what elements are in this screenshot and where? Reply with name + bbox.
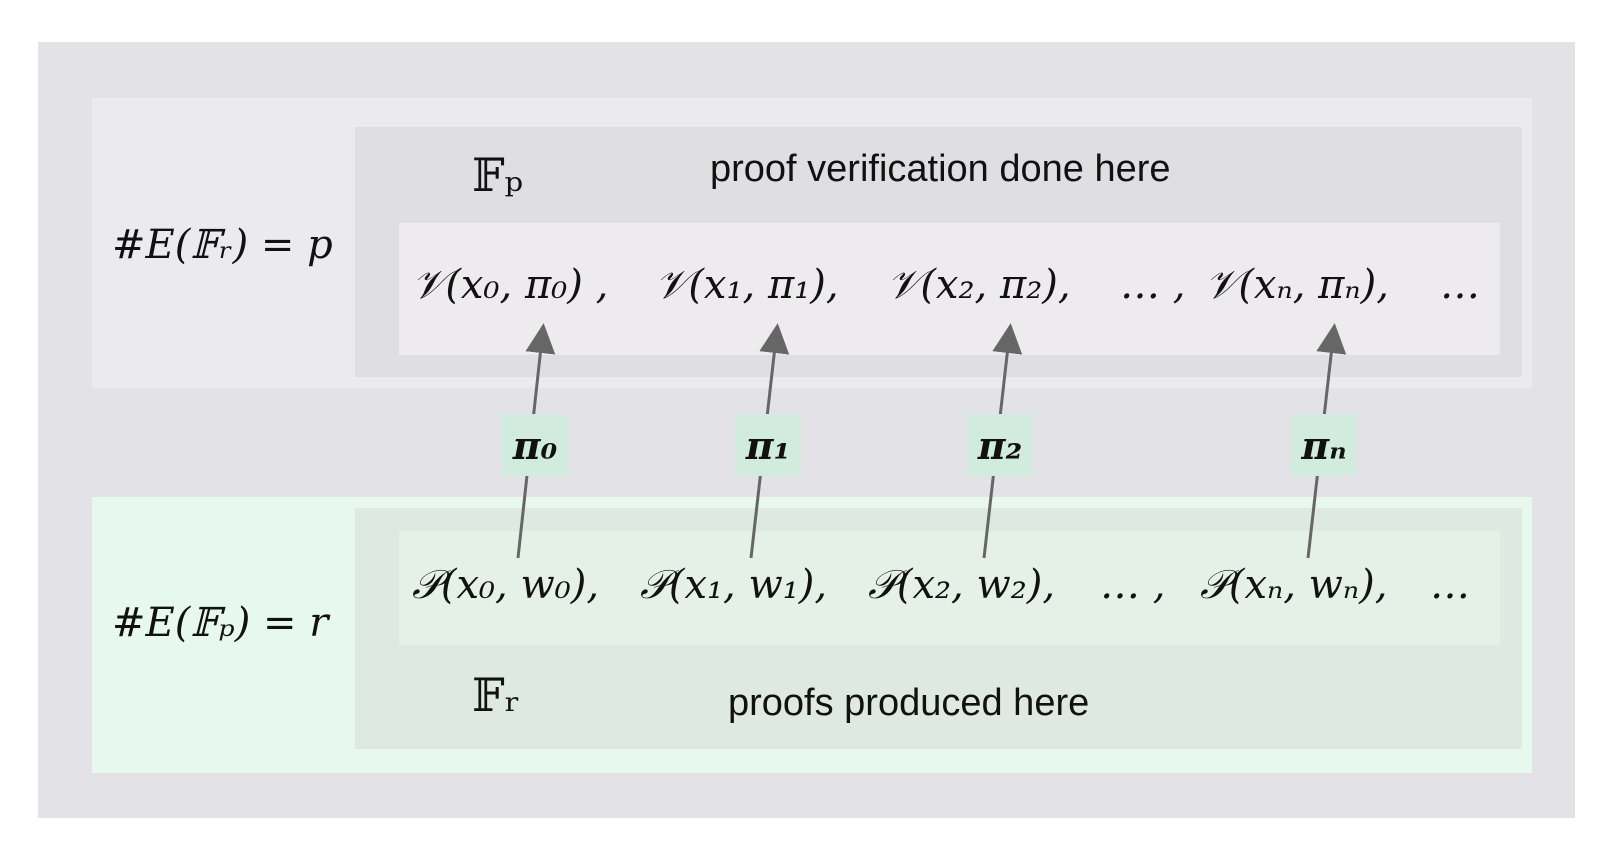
verify-n: 𝒱(xₙ, πₙ), (1205, 262, 1389, 308)
bottom-curve-order-label: #E(𝔽ₚ) = r (112, 600, 329, 646)
prove-1: 𝒫(x₁, w₁), (640, 562, 828, 608)
fp-field-label: 𝔽ₚ (472, 148, 524, 202)
prove-ellipsis: … , (1100, 562, 1166, 608)
prove-n: 𝒫(xₙ, wₙ), (1200, 562, 1388, 608)
proof-0-box: π₀ (502, 414, 568, 476)
prover-row (399, 531, 1500, 645)
prove-0: 𝒫(x₀, w₀), (412, 562, 600, 608)
proof-2-box: π₂ (967, 414, 1033, 476)
fr-field-label: 𝔽ᵣ (472, 668, 521, 722)
verify-1: 𝒱(x₁, π₁), (655, 262, 839, 308)
verification-caption: proof verification done here (710, 148, 1171, 190)
prove-2: 𝒫(x₂, w₂), (868, 562, 1056, 608)
verify-trailing-ellipsis: … (1440, 262, 1480, 308)
proof-n-box: πₙ (1291, 414, 1357, 476)
top-curve-order-label: #E(𝔽ᵣ) = p (112, 222, 333, 268)
verify-0: 𝒱(x₀, π₀) , (412, 262, 609, 308)
prover-caption: proofs produced here (728, 682, 1090, 724)
verify-2: 𝒱(x₂, π₂), (887, 262, 1071, 308)
prove-trailing-ellipsis: … (1430, 562, 1470, 608)
proof-1-box: π₁ (735, 414, 801, 476)
verify-ellipsis: … , (1120, 262, 1186, 308)
